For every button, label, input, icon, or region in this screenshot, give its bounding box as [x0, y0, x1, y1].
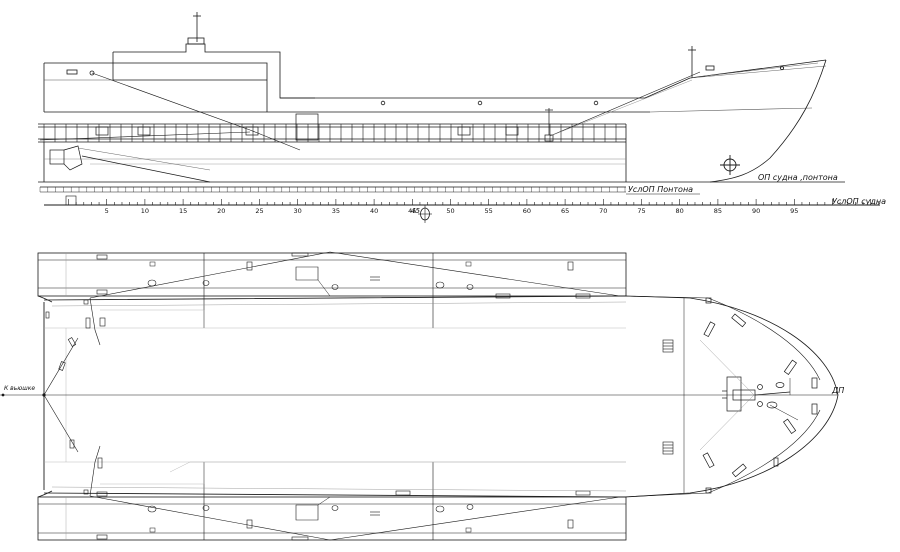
frame-tick-label: 25: [255, 207, 263, 215]
frame-tick-label: 10: [141, 207, 149, 215]
frame-tick-label: 70: [599, 207, 607, 215]
section-marker-label: 45: [411, 207, 420, 215]
hawse-pipe: [705, 65, 715, 71]
bow-grating-starboard: [662, 441, 674, 455]
tow-lines-plan: [0, 251, 838, 541]
rail-posts: [43, 124, 617, 142]
section-marker-45: 45: [411, 205, 432, 223]
frame-tick-label: 35: [332, 207, 340, 215]
deck-fittings-plan: [45, 299, 106, 495]
wheelhouse: [113, 43, 315, 99]
towing-winch: [722, 376, 791, 412]
bow-stem: [709, 59, 827, 183]
frame-tick-label: 45: [408, 207, 416, 215]
vessel-baseline-label: ОП судна ,понтона: [758, 173, 838, 182]
frame-tick-label: 75: [637, 207, 645, 215]
vessel-hull-outline: [37, 295, 839, 498]
crosshair-marker: [720, 155, 740, 175]
bow-fairleads: [702, 297, 818, 494]
frame-tick-label: 60: [523, 207, 531, 215]
signal-mast: [187, 12, 205, 45]
pontoon-port: [37, 252, 627, 328]
hull-sheer-line: [280, 59, 827, 99]
frame-tick-label: 50: [446, 207, 454, 215]
deck-fittings-side: [95, 108, 554, 142]
frame-tick-label: 40: [370, 207, 378, 215]
frame-tick-label: 15: [179, 207, 187, 215]
superstructure: [43, 62, 268, 112]
pontoon-baseline-label: УслОП Понтона: [628, 185, 693, 194]
vessel-scale-baseline-label: УслОП судна: [832, 197, 886, 206]
frame-tick-label: 65: [561, 207, 569, 215]
frame-tick-label: 85: [714, 207, 722, 215]
pontoon-side-profile: [38, 124, 740, 183]
frame-tick-label: 95: [790, 207, 798, 215]
deck-plan: [0, 251, 839, 541]
bow-grating-port: [662, 339, 674, 353]
tow-lines-side: [39, 71, 701, 151]
frame-tick-label: 90: [752, 207, 760, 215]
porthole: [89, 70, 95, 76]
bow-jack-staff: [688, 46, 696, 78]
winch-lead-label: К вьюшке: [4, 385, 35, 392]
frame-tick-label: 5: [105, 207, 109, 215]
pontoon-frame-scale: [39, 186, 626, 193]
frame-tick-label: 80: [676, 207, 684, 215]
frame-tick-label: 20: [217, 207, 225, 215]
frame-tick-label: 55: [485, 207, 493, 215]
vessel-frame-scale: 5 10 15 20 25 30 35 40 45 50 55 60 65 70 75 80 85 90 95: [44, 195, 880, 215]
rudder-assembly: [49, 145, 211, 183]
frame-tick-label: 30: [294, 207, 302, 215]
side-elevation: [38, 12, 827, 183]
porthole-aft: [66, 69, 78, 75]
pontoon-starboard: [37, 462, 627, 541]
center-plane-label: ДП: [831, 386, 844, 395]
bulwark-railing: [38, 123, 626, 143]
